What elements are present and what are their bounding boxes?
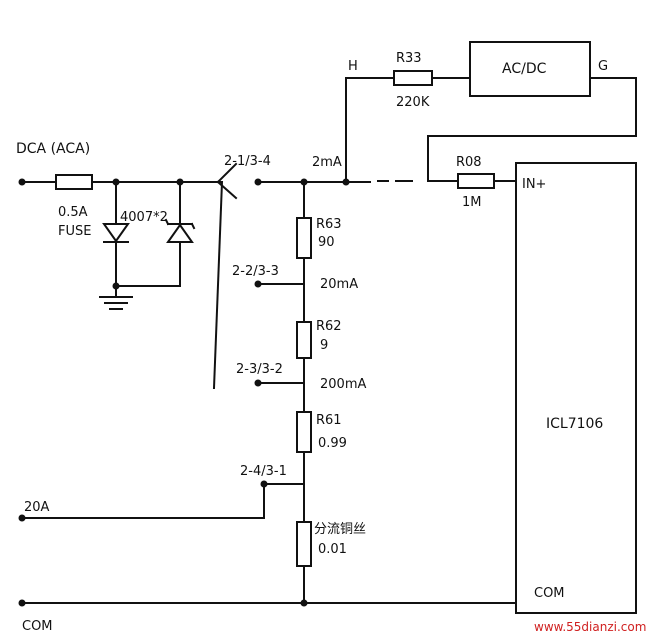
resistor-r33 [393, 70, 433, 86]
junction-dot [300, 178, 308, 186]
node-g-label: G [598, 59, 608, 74]
icl7106-chip [515, 162, 637, 614]
switch-pos-2-label: 2-2/3-3 [232, 264, 279, 279]
h-branch-wire [345, 77, 471, 183]
shunt-value: 0.01 [318, 542, 347, 557]
switch-pos-1-label: 2-1/3-4 [224, 154, 271, 169]
in-plus-label: IN+ [522, 177, 546, 192]
ground-icon [99, 296, 133, 310]
resistor-r08 [457, 173, 495, 189]
junction-dot [112, 282, 120, 290]
shunt-label: 分流铜丝 [314, 522, 366, 537]
shunt-ladder [257, 181, 305, 604]
r62-value: 9 [320, 338, 328, 353]
input-20a-terminal [18, 514, 26, 522]
resistor-r63 [296, 217, 312, 259]
range-2ma-label: 2mA [312, 155, 342, 170]
com-terminal [18, 599, 26, 607]
switch-pos-3-label: 2-3/3-2 [236, 362, 283, 377]
g-output-wire [427, 77, 637, 182]
r33-value: 220K [396, 95, 430, 110]
r08-label: R08 [456, 155, 482, 170]
ic-label: ICL7106 [546, 416, 603, 432]
r61-value: 0.99 [318, 436, 347, 451]
node-h-label: H [348, 59, 358, 74]
input-20a-wire [21, 483, 265, 519]
fuse-label: FUSE [58, 224, 91, 239]
shunt-wire-resistor [296, 521, 312, 567]
input-20a-label: 20A [24, 500, 50, 515]
range-switch [212, 162, 238, 390]
acdc-label: AC/DC [502, 61, 547, 77]
resistor-r61 [296, 411, 312, 453]
switch-pos-4-label: 2-4/3-1 [240, 464, 287, 479]
range-200ma-label: 200mA [320, 377, 366, 392]
diode-reverse [166, 223, 194, 243]
switch-contact [254, 178, 262, 186]
r61-label: R61 [316, 413, 342, 428]
r33-label: R33 [396, 51, 422, 66]
r63-value: 90 [318, 235, 335, 250]
r08-value: 1M [462, 195, 482, 210]
range-20ma-label: 20mA [320, 277, 358, 292]
acdc-converter-block [469, 41, 591, 97]
junction-dot [176, 178, 184, 186]
resistor-r62 [296, 321, 312, 359]
r62-label: R62 [316, 319, 342, 334]
fuse [55, 174, 93, 190]
watermark-text: www.55dianzi.com [534, 620, 646, 634]
fuse-rating-label: 0.5A [58, 205, 88, 220]
diodes-label: 4007*2 [120, 210, 168, 225]
com-left-label: COM [22, 619, 53, 634]
r63-label: R63 [316, 217, 342, 232]
ic-com-label: COM [534, 586, 565, 601]
junction-dot [112, 178, 120, 186]
diode-forward [102, 223, 130, 243]
dca-aca-label: DCA (ACA) [16, 141, 90, 157]
dca-input-terminal [18, 178, 26, 186]
protection-diodes [102, 181, 196, 297]
